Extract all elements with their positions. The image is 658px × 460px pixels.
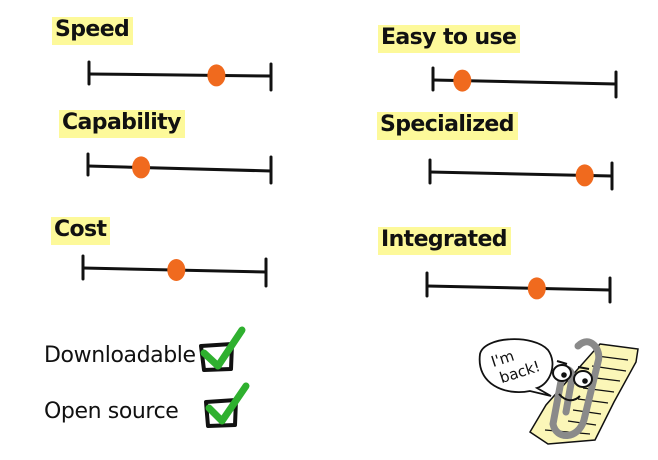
paperclip-mascot-icon	[528, 338, 639, 445]
slider-dot-speed	[207, 64, 226, 87]
slider-label-speed: Speed	[52, 17, 134, 45]
speech-bubble: I'm back!	[478, 338, 554, 397]
slider-track-speed	[87, 60, 273, 92]
slider-track-capability	[86, 152, 273, 185]
slider-label-easy-to-use: Easy to use	[378, 25, 521, 53]
slider-track-integrated	[425, 271, 612, 304]
check-label-open-source: Open source	[44, 399, 179, 424]
slider-dot-capability	[132, 156, 151, 179]
checkbox-downloadable	[199, 326, 246, 372]
slider-label-capability: Capability	[59, 110, 185, 138]
slider-label-cost: Cost	[51, 217, 111, 245]
slider-dot-easy-to-use	[453, 69, 472, 92]
slider-label-integrated: Integrated	[378, 227, 511, 255]
checkmark-icon	[200, 326, 246, 370]
check-label-downloadable: Downloadable	[44, 343, 196, 368]
slider-dot-integrated	[527, 277, 546, 300]
slider-label-specialized: Specialized	[377, 112, 518, 140]
slider-dot-cost	[167, 259, 186, 281]
checkmark-icon	[205, 382, 250, 425]
checkbox-open-source	[204, 382, 250, 428]
slider-dot-specialized	[575, 164, 594, 187]
